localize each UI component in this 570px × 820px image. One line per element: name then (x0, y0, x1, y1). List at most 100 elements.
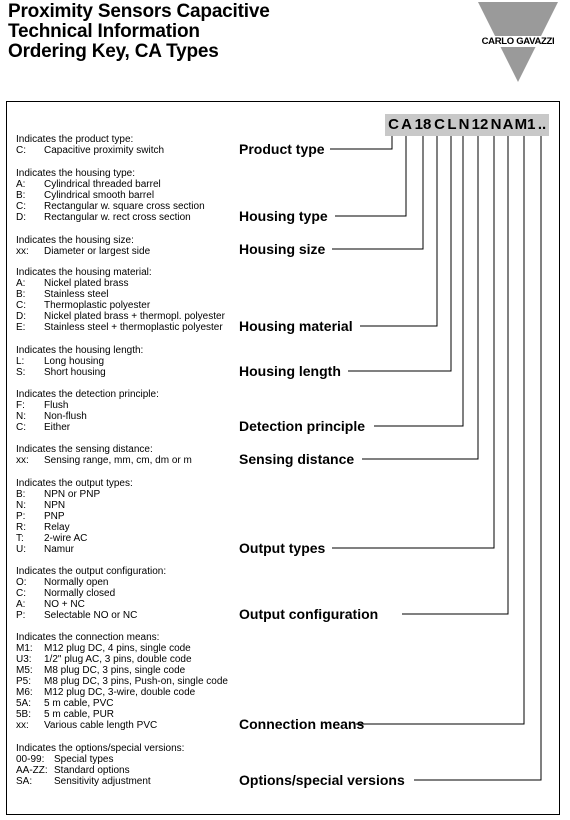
section-options: Indicates the options/special versions: … (16, 743, 184, 787)
list-item: U:Namur (16, 544, 75, 555)
list-item: N:NPN (16, 500, 66, 511)
list-item: A:Cylindrical threaded barrel (16, 179, 161, 190)
label-output-types: Output types (239, 540, 326, 556)
list-item: C:Rectangular w. square cross section (16, 201, 205, 212)
section-heading: Indicates the detection principle: (16, 389, 159, 400)
section-heading: Indicates the output configuration: (16, 566, 167, 577)
connector-detection-principle (374, 136, 464, 427)
label-detection-principle: Detection principle (239, 418, 366, 434)
connector-housing-size (332, 136, 424, 250)
list-item: 5A:5 m cable, PVC (16, 698, 114, 709)
list-item: B:Stainless steel (16, 289, 109, 300)
connector-housing-length (348, 136, 452, 372)
list-item: E:Stainless steel + thermoplastic polyes… (16, 322, 223, 333)
list-item: P:Selectable NO or NC (16, 610, 138, 621)
list-item: B:NPN or PNP (16, 489, 101, 500)
connector-housing-type (335, 136, 407, 217)
ordering-code-box (385, 114, 549, 136)
list-item: xx:Various cable length PVC (16, 720, 158, 731)
list-item: O:Normally open (16, 577, 109, 588)
connector-housing-material (360, 136, 438, 327)
list-item: D:Nickel plated brass + thermopl. polyes… (16, 311, 225, 322)
section-housing-type: Indicates the housing type: A:Cylindrica… (16, 168, 205, 223)
section-heading: Indicates the connection means: (16, 632, 160, 643)
code-segment-housing-size: 18 (414, 116, 432, 133)
list-item: M1:M12 plug DC, 4 pins, single code (16, 643, 191, 654)
list-item: L:Long housing (16, 356, 105, 367)
list-item: A:NO + NC (16, 599, 85, 610)
section-output-configuration: Indicates the output configuration: O:No… (16, 566, 166, 621)
ordering-key-frame (6, 101, 560, 815)
list-item: C:Thermoplastic polyester (16, 300, 151, 311)
list-item: R:Relay (16, 522, 70, 533)
label-output-configuration: Output configuration (239, 606, 379, 622)
section-heading: Indicates the housing size: (16, 235, 134, 246)
section-connection-means: Indicates the connection means: M1:M12 p… (16, 632, 228, 731)
code-segment-connection-means: M1 (514, 116, 536, 133)
list-item: SA:Sensitivity adjustment (16, 776, 151, 787)
list-item: U3:1/2" plug AC, 3 pins, double code (16, 654, 192, 665)
section-output-types: Indicates the output types: B:NPN or PNP… (16, 478, 133, 555)
list-item: C:Capacitive proximity switch (16, 145, 165, 156)
connector-options (414, 136, 542, 781)
list-item: C:Normally closed (16, 588, 116, 599)
code-segment-output-types: N (490, 116, 502, 133)
list-item: M5:M8 plug DC, 3 pins, single code (16, 665, 186, 676)
list-item: P5:M8 plug DC, 3 pins, Push-on, single c… (16, 676, 228, 687)
label-options: Options/special versions (239, 772, 405, 788)
list-item: B:Cylindrical smooth barrel (16, 190, 155, 201)
label-housing-size: Housing size (239, 241, 326, 257)
list-item: S:Short housing (16, 367, 106, 378)
list-item: 00-99:Special types (16, 754, 114, 765)
list-item: xx:Diameter or largest side (16, 246, 151, 257)
connector-output-configuration (402, 136, 509, 615)
page-title: Proximity Sensors Capacitive Technical I… (8, 2, 270, 62)
label-product-type: Product type (239, 141, 325, 157)
list-item: xx:Sensing range, mm, cm, dm or m (16, 455, 192, 466)
section-heading: Indicates the product type: (16, 134, 134, 145)
list-item: A:Nickel plated brass (16, 278, 129, 289)
code-segment-housing-type: A (401, 116, 412, 133)
connector-output-types (332, 136, 495, 549)
code-segment-sensing-distance: 12 (471, 116, 489, 133)
title-line-3: Ordering Key, CA Types (8, 41, 219, 62)
title-line-2: Technical Information (8, 21, 200, 42)
section-detection-principle: Indicates the detection principle: F:Flu… (16, 389, 159, 433)
list-item: 5B:5 m cable, PUR (16, 709, 115, 720)
section-heading: Indicates the options/special versions: (16, 743, 185, 754)
code-segment-output-configuration: A (502, 116, 514, 133)
list-item: M6:M12 plug DC, 3-wire, double code (16, 687, 196, 698)
list-item: T:2-wire AC (16, 533, 88, 544)
list-item: F:Flush (16, 400, 69, 411)
section-housing-material: Indicates the housing material: A:Nickel… (16, 267, 225, 333)
section-heading: Indicates the sensing distance: (16, 444, 153, 455)
label-connection-means: Connection means (239, 716, 365, 732)
connector-connection-means (356, 136, 525, 725)
connector-sensing-distance (362, 136, 479, 460)
label-sensing-distance: Sensing distance (239, 451, 355, 467)
list-item: N:Non-flush (16, 411, 87, 422)
section-heading: Indicates the housing length: (16, 345, 144, 356)
section-product-type: Indicates the product type: C:Capacitive… (16, 134, 165, 156)
code-segment-housing-length: L (447, 116, 457, 133)
label-housing-length: Housing length (239, 363, 341, 379)
section-heading: Indicates the housing type: (16, 168, 135, 179)
code-segment-options: .. (537, 116, 547, 133)
list-item: P:PNP (16, 511, 65, 522)
list-item: D:Rectangular w. rect cross section (16, 212, 191, 223)
logo-text: CARLO GAVAZZI (474, 36, 562, 47)
section-heading: Indicates the output types: (16, 478, 133, 489)
code-segment-product-type: C (388, 116, 399, 133)
code-segment-housing-material: C (434, 116, 445, 133)
section-housing-size: Indicates the housing size: xx:Diameter … (16, 235, 151, 257)
code-segment-detection-principle: N (458, 116, 470, 133)
section-sensing-distance: Indicates the sensing distance: xx:Sensi… (16, 444, 192, 466)
connector-product-type (330, 136, 393, 150)
section-heading: Indicates the housing material: (16, 267, 152, 278)
section-housing-length: Indicates the housing length: L:Long hou… (16, 345, 143, 378)
label-housing-type: Housing type (239, 208, 328, 224)
title-line-1: Proximity Sensors Capacitive (8, 1, 270, 22)
label-housing-material: Housing material (239, 318, 353, 334)
list-item: C:Either (16, 422, 71, 433)
